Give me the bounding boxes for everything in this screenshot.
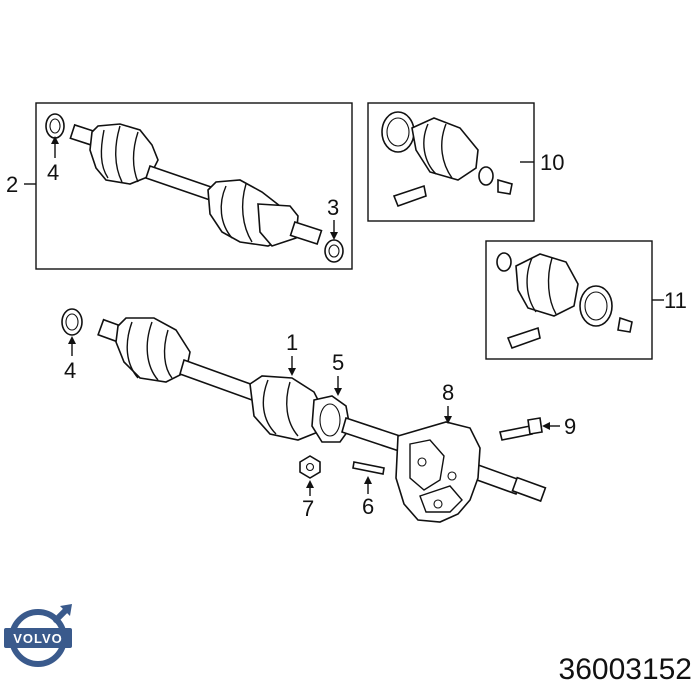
- callout-7: 7: [302, 496, 314, 521]
- seal-ring-3: [324, 239, 344, 263]
- callout-10: 10: [540, 150, 564, 175]
- callout-4-bottom: 4: [64, 358, 76, 383]
- callout-11: 11: [664, 288, 687, 313]
- callout-2: 2: [6, 172, 18, 197]
- seal-ring-top: [45, 113, 65, 139]
- callout-8: 8: [442, 380, 454, 405]
- bolt-9: [499, 417, 543, 441]
- callout-3: 3: [327, 195, 339, 220]
- drive-shaft-assembly-top: [69, 123, 323, 247]
- callout-9: 9: [564, 414, 576, 439]
- assembly-box-2: [35, 102, 353, 270]
- volvo-logo: VOLVO: [4, 604, 72, 667]
- support-bracket-8: [395, 421, 481, 523]
- callout-6: 6: [362, 494, 374, 519]
- part-number: 36003152: [559, 653, 692, 686]
- callout-4-top: 4: [47, 160, 59, 185]
- boot-kit-box-10: [367, 102, 535, 222]
- callout-1: 1: [286, 330, 298, 355]
- boot-kit-box-11: [485, 240, 653, 360]
- drive-shaft-main: [61, 308, 547, 503]
- volvo-logo-text: VOLVO: [13, 631, 63, 646]
- callout-5: 5: [332, 350, 344, 375]
